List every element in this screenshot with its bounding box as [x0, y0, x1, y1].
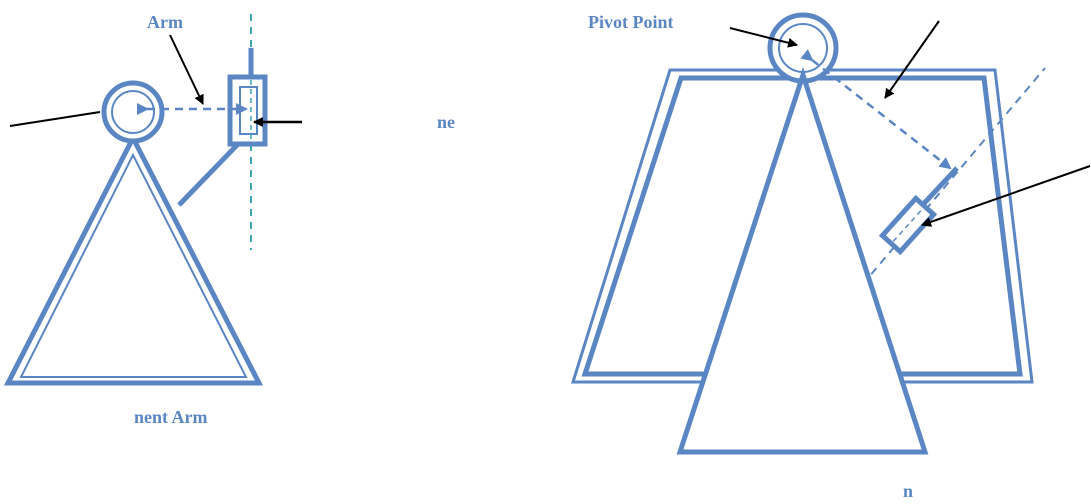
right-box: [878, 194, 938, 256]
left-support-arm: [177, 140, 242, 207]
left-figure: [3, 14, 302, 386]
right-distance-arrow: [800, 49, 952, 170]
right-arrow-distance: [884, 20, 940, 99]
left-triangle-inner: [19, 152, 248, 378]
right-arrow-box: [921, 165, 1091, 227]
label-pivot-point: Pivot Point: [588, 12, 674, 32]
left-arrow-arm-label: [169, 34, 204, 105]
label-arm: Arm: [147, 12, 183, 32]
label-bottom-partial: n: [903, 481, 913, 501]
right-triangle: [676, 66, 929, 455]
label-partial-right-edge: ne: [437, 112, 455, 132]
left-triangle-outer: [3, 132, 264, 386]
right-figure: [570, 12, 1091, 455]
label-component-arm: nent Arm: [134, 407, 208, 427]
right-arrow-pivot: [729, 27, 798, 48]
left-arrow-pivot: [9, 111, 101, 127]
